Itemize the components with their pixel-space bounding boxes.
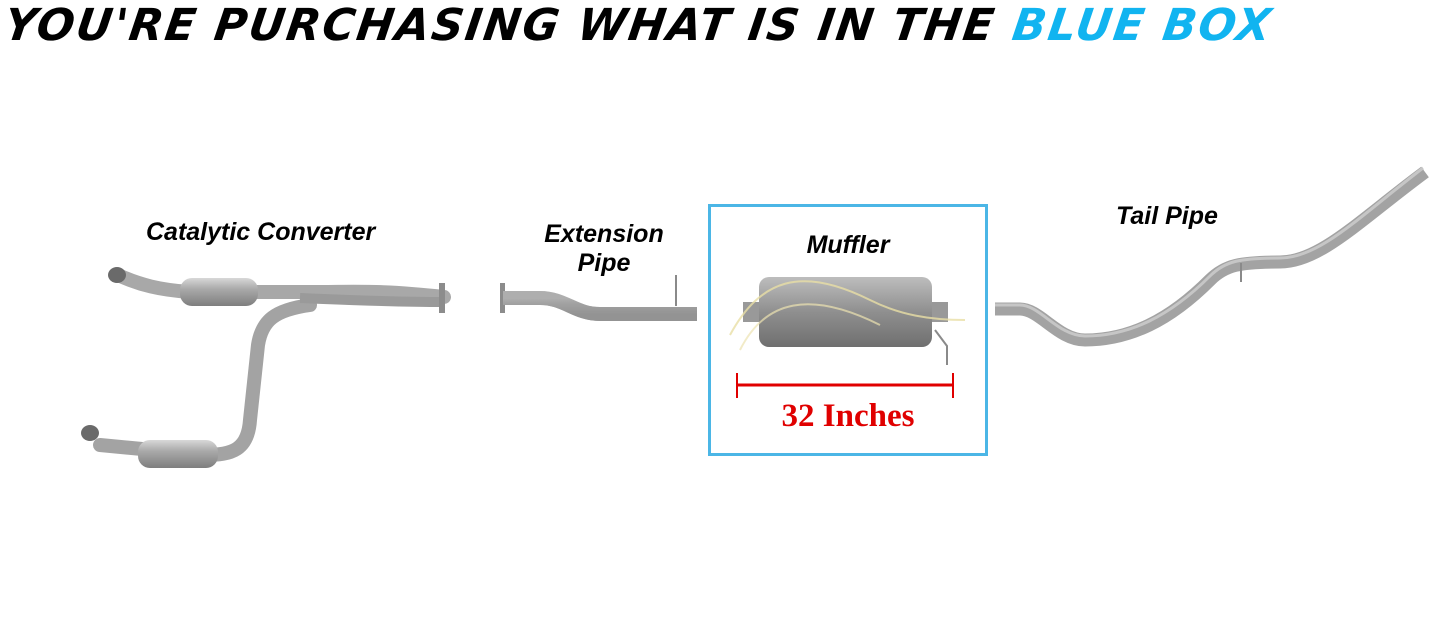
muffler-part [729, 277, 966, 365]
catalytic-converter-label: Catalytic Converter [146, 218, 376, 246]
measurement-bar [736, 373, 954, 398]
tail-pipe-label: Tail Pipe [1116, 202, 1218, 230]
muffler-label: Muffler [806, 231, 890, 259]
catalytic-converter-part [81, 267, 451, 468]
blue-box-selection [708, 204, 988, 456]
extension-pipe-label: Extension Pipe [528, 220, 680, 278]
tail-pipe-part [995, 166, 1429, 347]
muffler-length-label: 32 Inches [781, 398, 915, 434]
extension-pipe-label-line2: Pipe [577, 249, 631, 277]
extension-pipe-label-line1: Extension [544, 220, 664, 248]
extension-pipe-part [500, 275, 697, 321]
